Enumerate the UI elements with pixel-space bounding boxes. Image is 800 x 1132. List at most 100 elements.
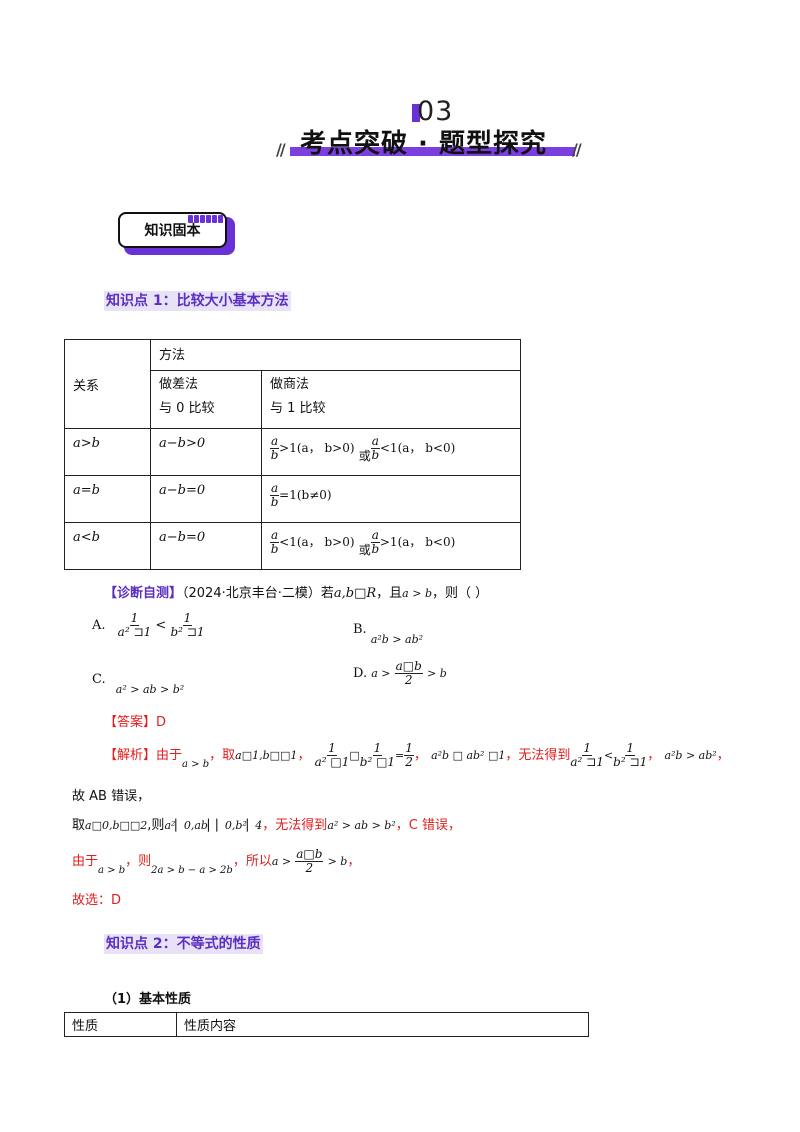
analysis-text: 由于 [72,854,99,869]
cell-relation: a=b [73,483,100,498]
th-quot-sub: 与 1 比较 [270,401,326,416]
kp2-title: 知识点 2：不等式的性质 [104,934,263,954]
analysis-op: = [395,749,405,762]
analysis-math: a > b [98,865,126,876]
frac-den: b² □1 [359,755,396,769]
frac-den: 2 [305,861,314,875]
th-diff: 做差法 与 0 比较 [150,370,262,429]
option-a-rel: < [155,618,167,633]
th-diff-text: 做差法 [159,377,199,392]
option-a-label: A. [92,618,106,633]
properties-table: 性质 性质内容 [64,1012,589,1037]
cell-or: 或 [358,449,371,463]
frac-den: 2 [405,755,413,769]
frac-num: 1 [129,611,140,626]
analysis-text: ，则 [125,854,152,869]
quiz-stem-math-2: a > b [402,587,432,600]
analysis-line-3: 取a□0,b□□2,则a²▏0,ab▏▏0,b²▏4，无法得到a² > ab >… [72,814,461,833]
knowledge-point-2-heading: 知识点 2：不等式的性质 [104,933,263,954]
banner-underline-bar [290,147,575,156]
section-number: 03 [417,96,454,127]
analysis-math: a²b > ab² [664,749,717,762]
badge-dots-decoration [188,208,224,227]
analysis-math: a□0,b□□2 [85,819,148,832]
quiz-stem-text-3: ，则（ ） [431,586,489,601]
quiz-stem-math: a,b□R [333,586,377,601]
analysis-text: ，无法得到 [262,818,328,833]
analysis-math: a² > ab > b² [327,819,396,832]
cell-quot-2: <1(a， b<0) [379,441,456,455]
analysis-op: □ [349,749,360,762]
cell-relation: a>b [73,436,100,451]
analysis-text: ，C 错误， [395,818,461,833]
th-quot: 做商法 与 1 比较 [261,370,521,429]
cell-diff: a−b=0 [159,530,206,545]
frac-num: 1 [372,741,383,756]
analysis-math: 2a > b − a > 2b [151,865,233,876]
frac-den: b² ⊐1 [613,755,648,769]
analysis-text: 由于 [156,748,183,763]
analysis-text: ， [716,748,730,763]
frac-den: b² ⊐1 [170,625,205,639]
analysis-text: ， [647,748,661,763]
analysis-op: < [603,749,614,762]
option-c-label: C. [92,672,106,687]
cell-quot-2: >1(a， b<0) [379,535,456,549]
answer-label: 【答案】 [104,715,157,730]
banner-slash-left: // [276,140,286,159]
th-relation: 关系 [64,339,151,429]
option-d-pre: a > [371,667,391,680]
frac-den: a² ⊐1 [117,625,152,639]
analysis-text: ,则 [147,818,165,833]
analysis-math: > b [327,855,348,868]
banner-slash-right: // [572,140,582,159]
frac-num: 1 [404,741,414,756]
option-d-post: > b [426,667,447,680]
frac-den: a² ⊐1 [570,755,604,769]
th-relation-text: 关系 [73,378,100,394]
frac-num: a□b [394,659,423,674]
analysis-line-2: 故 AB 错误， [72,789,151,804]
th-diff-sub: 与 0 比较 [159,401,215,416]
option-b[interactable]: B. a²b > ab² [353,622,423,646]
section-number-decoration [412,104,420,122]
cell-relation: a<b [73,530,100,545]
cell-quot-1: =1(b≠0) [279,488,332,502]
analysis-math: a²▏0,ab▏▏0,b²▏4 [164,819,263,832]
th-property-content: 性质内容 [176,1012,589,1037]
quiz-stem-text: （2024·北京丰台·二模）若 [182,586,334,601]
analysis-math: a□1,b□□1 [235,749,298,762]
analysis-line-5: 故选：D [72,893,122,908]
cell-diff: a−b>0 [159,436,206,451]
th-method: 方法 [150,339,521,371]
cell-quot-1: >1(a， b>0) [279,441,355,455]
frac-num: 1 [582,741,592,756]
quiz-tag: 【诊断自测】 [104,586,183,601]
cell-diff: a−b=0 [159,483,206,498]
th-quot-text: 做商法 [270,377,310,392]
analysis-text: ， [347,854,361,869]
option-b-text: a²b > ab² [370,633,424,646]
analysis-text: ， [413,748,427,763]
frac-den: 2 [404,673,413,687]
knowledge-point-1-heading: 知识点 1：比较大小基本方法 [104,290,291,311]
option-c[interactable]: C. a² > ab > b² [92,672,184,696]
kp1-title: 知识点 1：比较大小基本方法 [104,291,291,311]
analysis-text: ，无法得到 [505,748,571,763]
quiz-stem-text-2: ，且 [376,586,403,601]
